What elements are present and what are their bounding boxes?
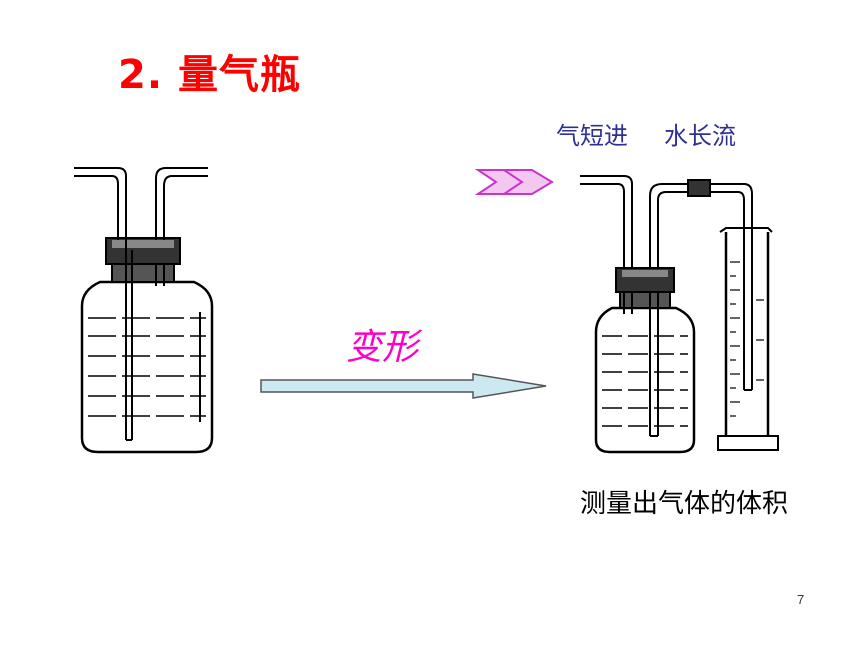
slide-title: 2. 量气瓶 xyxy=(118,52,301,98)
measure-caption: 测量出气体的体积 xyxy=(580,489,789,519)
right-arrow-icon xyxy=(260,373,547,399)
hint-gas-short-in: 气短进 xyxy=(556,122,628,150)
gas-measuring-bottle-with-cylinder-icon xyxy=(580,175,779,454)
hint-water-long-out: 水长流 xyxy=(664,122,736,150)
transform-label: 变形 xyxy=(346,327,419,368)
page-number: 7 xyxy=(797,592,805,607)
double-chevron-right-icon xyxy=(474,169,554,195)
gas-washing-bottle-icon xyxy=(74,167,214,454)
